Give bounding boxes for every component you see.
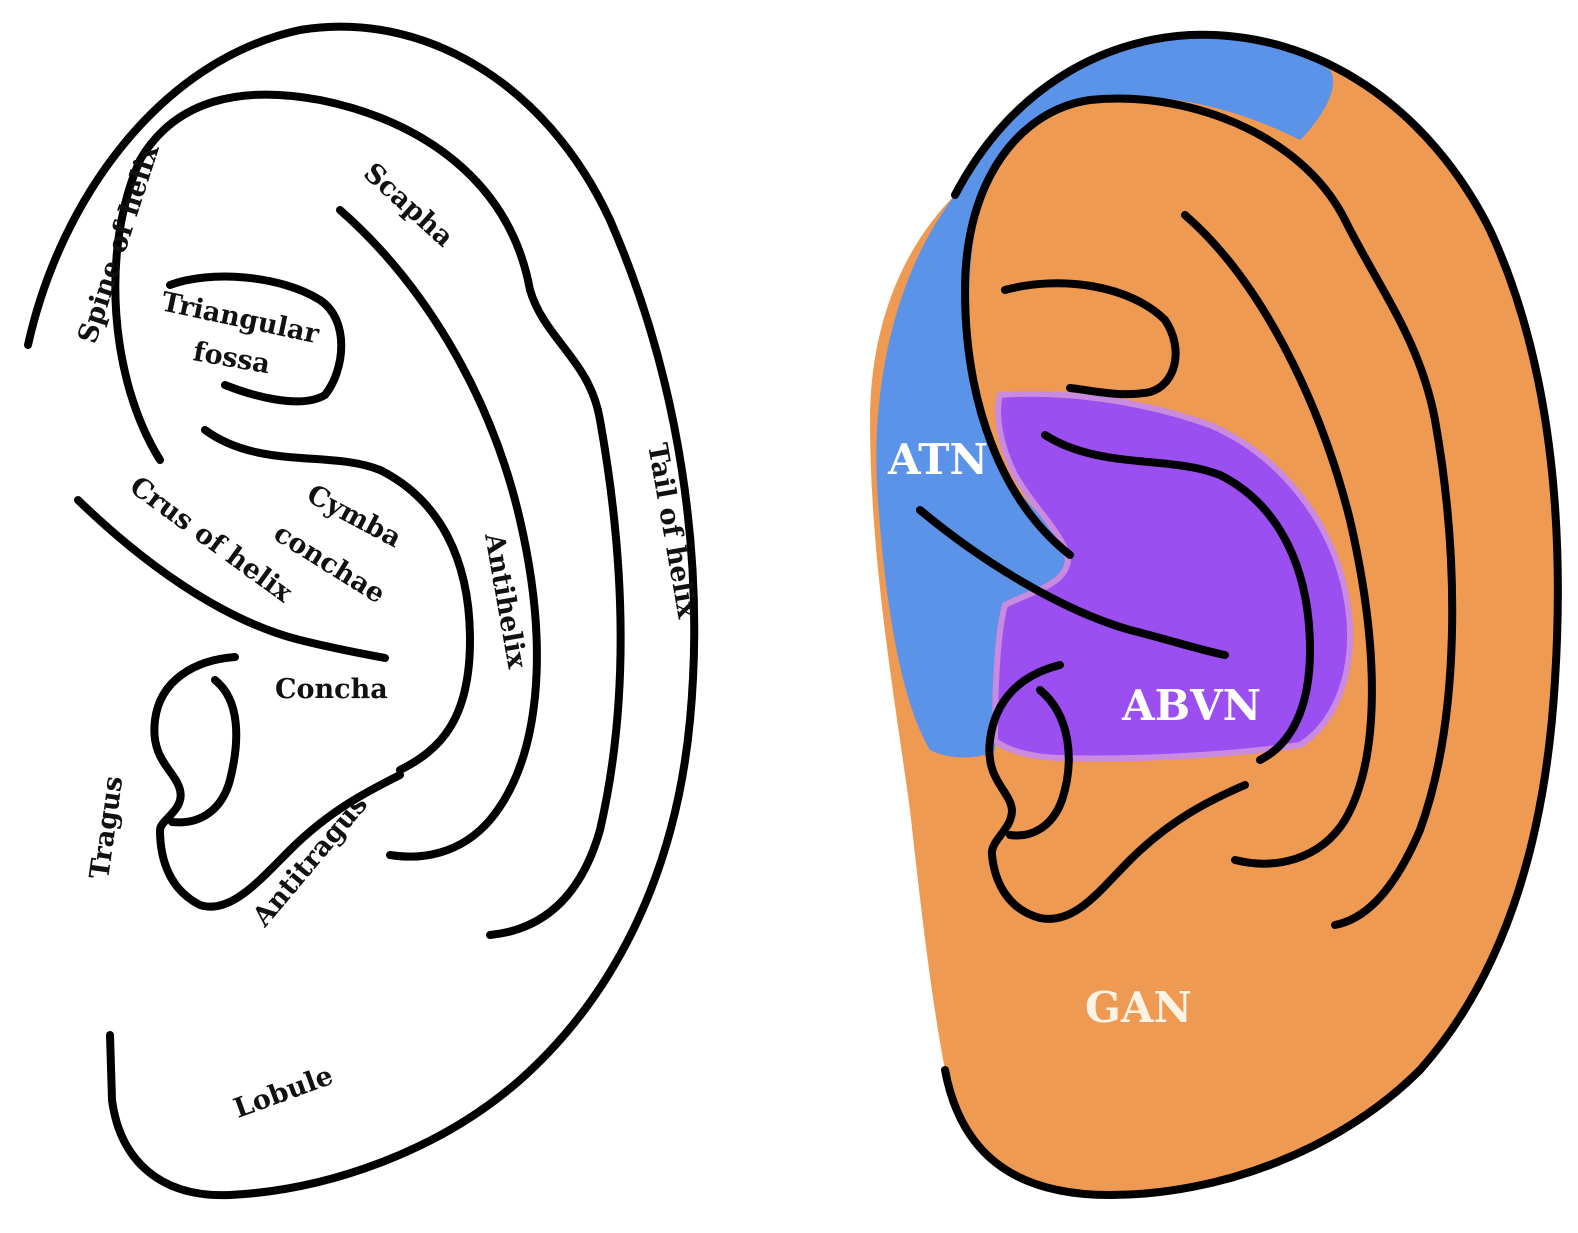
- zone-atn-area: [876, 34, 1334, 758]
- label-antitragus: Antitragus: [246, 789, 374, 933]
- triangular-fossa-outline: [166, 272, 346, 406]
- zone-label-atn: ATN: [887, 435, 988, 484]
- cymba-conchae-ridge: [201, 426, 474, 774]
- label-fossa: fossa: [191, 336, 273, 380]
- left-ear-anatomy: Spine of helix Scapha Triangular fossa T…: [24, 22, 703, 1200]
- label-tragus: Tragus: [84, 774, 129, 881]
- right-helix-outer-rim: [941, 30, 1562, 1199]
- right-antihelix-ridge: [1181, 211, 1376, 868]
- label-concha: Concha: [275, 674, 388, 705]
- right-tragus-notch: [1006, 686, 1073, 840]
- label-triangular: Triangular: [159, 287, 323, 351]
- crus-of-helix-line: [74, 496, 389, 662]
- helix-outer-rim: [24, 22, 699, 1200]
- tragus-inner-notch: [168, 676, 241, 827]
- right-crus-of-helix: [916, 506, 1229, 659]
- right-concha-tragus: [985, 661, 1249, 923]
- scapha-antihelix-ridge: [336, 206, 541, 861]
- zone-label-gan: GAN: [1085, 983, 1192, 1032]
- right-triangular-fossa: [1001, 279, 1180, 399]
- right-ear-innervation: ATN ABVN GAN: [870, 30, 1562, 1199]
- zone-label-abvn: ABVN: [1121, 681, 1261, 730]
- helix-inner-rim: [111, 90, 625, 939]
- right-helix-inner-rim: [961, 94, 1457, 929]
- concha-tragus-outline: [150, 653, 404, 911]
- label-lobule: Lobule: [230, 1060, 337, 1124]
- right-cymba-ridge: [1041, 431, 1314, 764]
